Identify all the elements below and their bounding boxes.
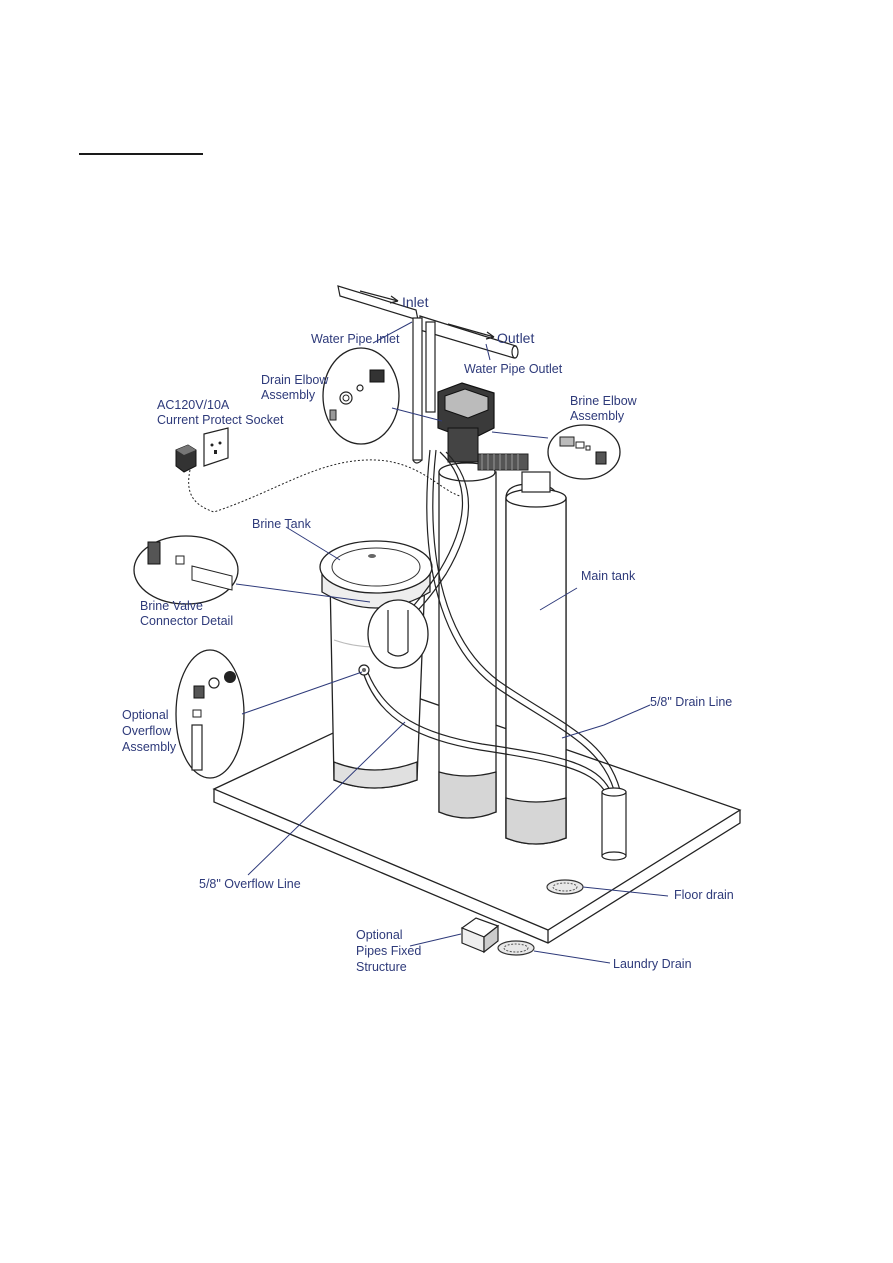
- power-cord: [188, 459, 461, 513]
- flow-arrows: [359, 290, 495, 340]
- label-brine-valve-line2: Connector Detail: [140, 614, 233, 628]
- label-drain-elbow-line2: Assembly: [261, 388, 316, 402]
- label-water-pipe-outlet: Water Pipe Outlet: [464, 362, 563, 376]
- overflow-detail-bubble: [175, 649, 245, 779]
- label-socket-line1: AC120V/10A: [157, 398, 230, 412]
- callout-labels: Inlet Outlet Water Pipe Inlet Water Pipe…: [122, 294, 734, 974]
- label-brine-valve-line1: Brine Valve: [140, 599, 203, 613]
- leader-lines: [235, 321, 669, 964]
- power-plug-icon: [175, 444, 197, 473]
- floor-drain-icon: [546, 879, 584, 895]
- label-outlet: Outlet: [497, 330, 534, 346]
- control-valve: [437, 382, 495, 463]
- label-overflow-line: 5/8" Overflow Line: [199, 877, 301, 891]
- label-inlet: Inlet: [402, 294, 429, 310]
- laundry-drain-icon: [497, 940, 535, 956]
- label-pipes-fixed-line2: Pipes Fixed: [356, 944, 421, 958]
- brine-elbow-detail-bubble: [547, 424, 621, 480]
- label-overflow-line1: Optional: [122, 708, 169, 722]
- label-pipes-fixed-line3: Structure: [356, 960, 407, 974]
- label-water-pipe-inlet: Water Pipe Inlet: [311, 332, 400, 346]
- label-brine-elbow-line2: Assembly: [570, 409, 625, 423]
- label-overflow-line2: Overflow: [122, 724, 172, 738]
- standpipe: [601, 787, 627, 861]
- label-overflow-line3: Assembly: [122, 740, 177, 754]
- label-brine-tank: Brine Tank: [252, 517, 312, 531]
- pipes-fixed-structure-icon: [460, 917, 500, 954]
- heading-underline: [79, 153, 203, 155]
- label-floor-drain: Floor drain: [674, 888, 734, 902]
- brine-valve-detail-bubble: [133, 535, 239, 605]
- water-pipes: [337, 285, 519, 464]
- label-pipes-fixed-line1: Optional: [356, 928, 403, 942]
- bypass-hose: [477, 453, 529, 471]
- label-socket-line2: Current Protect Socket: [157, 413, 284, 427]
- label-brine-elbow-line1: Brine Elbow: [570, 394, 638, 408]
- brine-valve-bubble-on-tank: [367, 599, 429, 669]
- label-laundry-drain: Laundry Drain: [613, 957, 692, 971]
- label-drain-line: 5/8" Drain Line: [650, 695, 732, 709]
- power-socket-icon: [203, 427, 229, 467]
- label-drain-elbow-line1: Drain Elbow: [261, 373, 329, 387]
- label-main-tank: Main tank: [581, 569, 636, 583]
- drain-elbow-detail-bubble: [322, 347, 400, 445]
- main-tank: [505, 471, 567, 845]
